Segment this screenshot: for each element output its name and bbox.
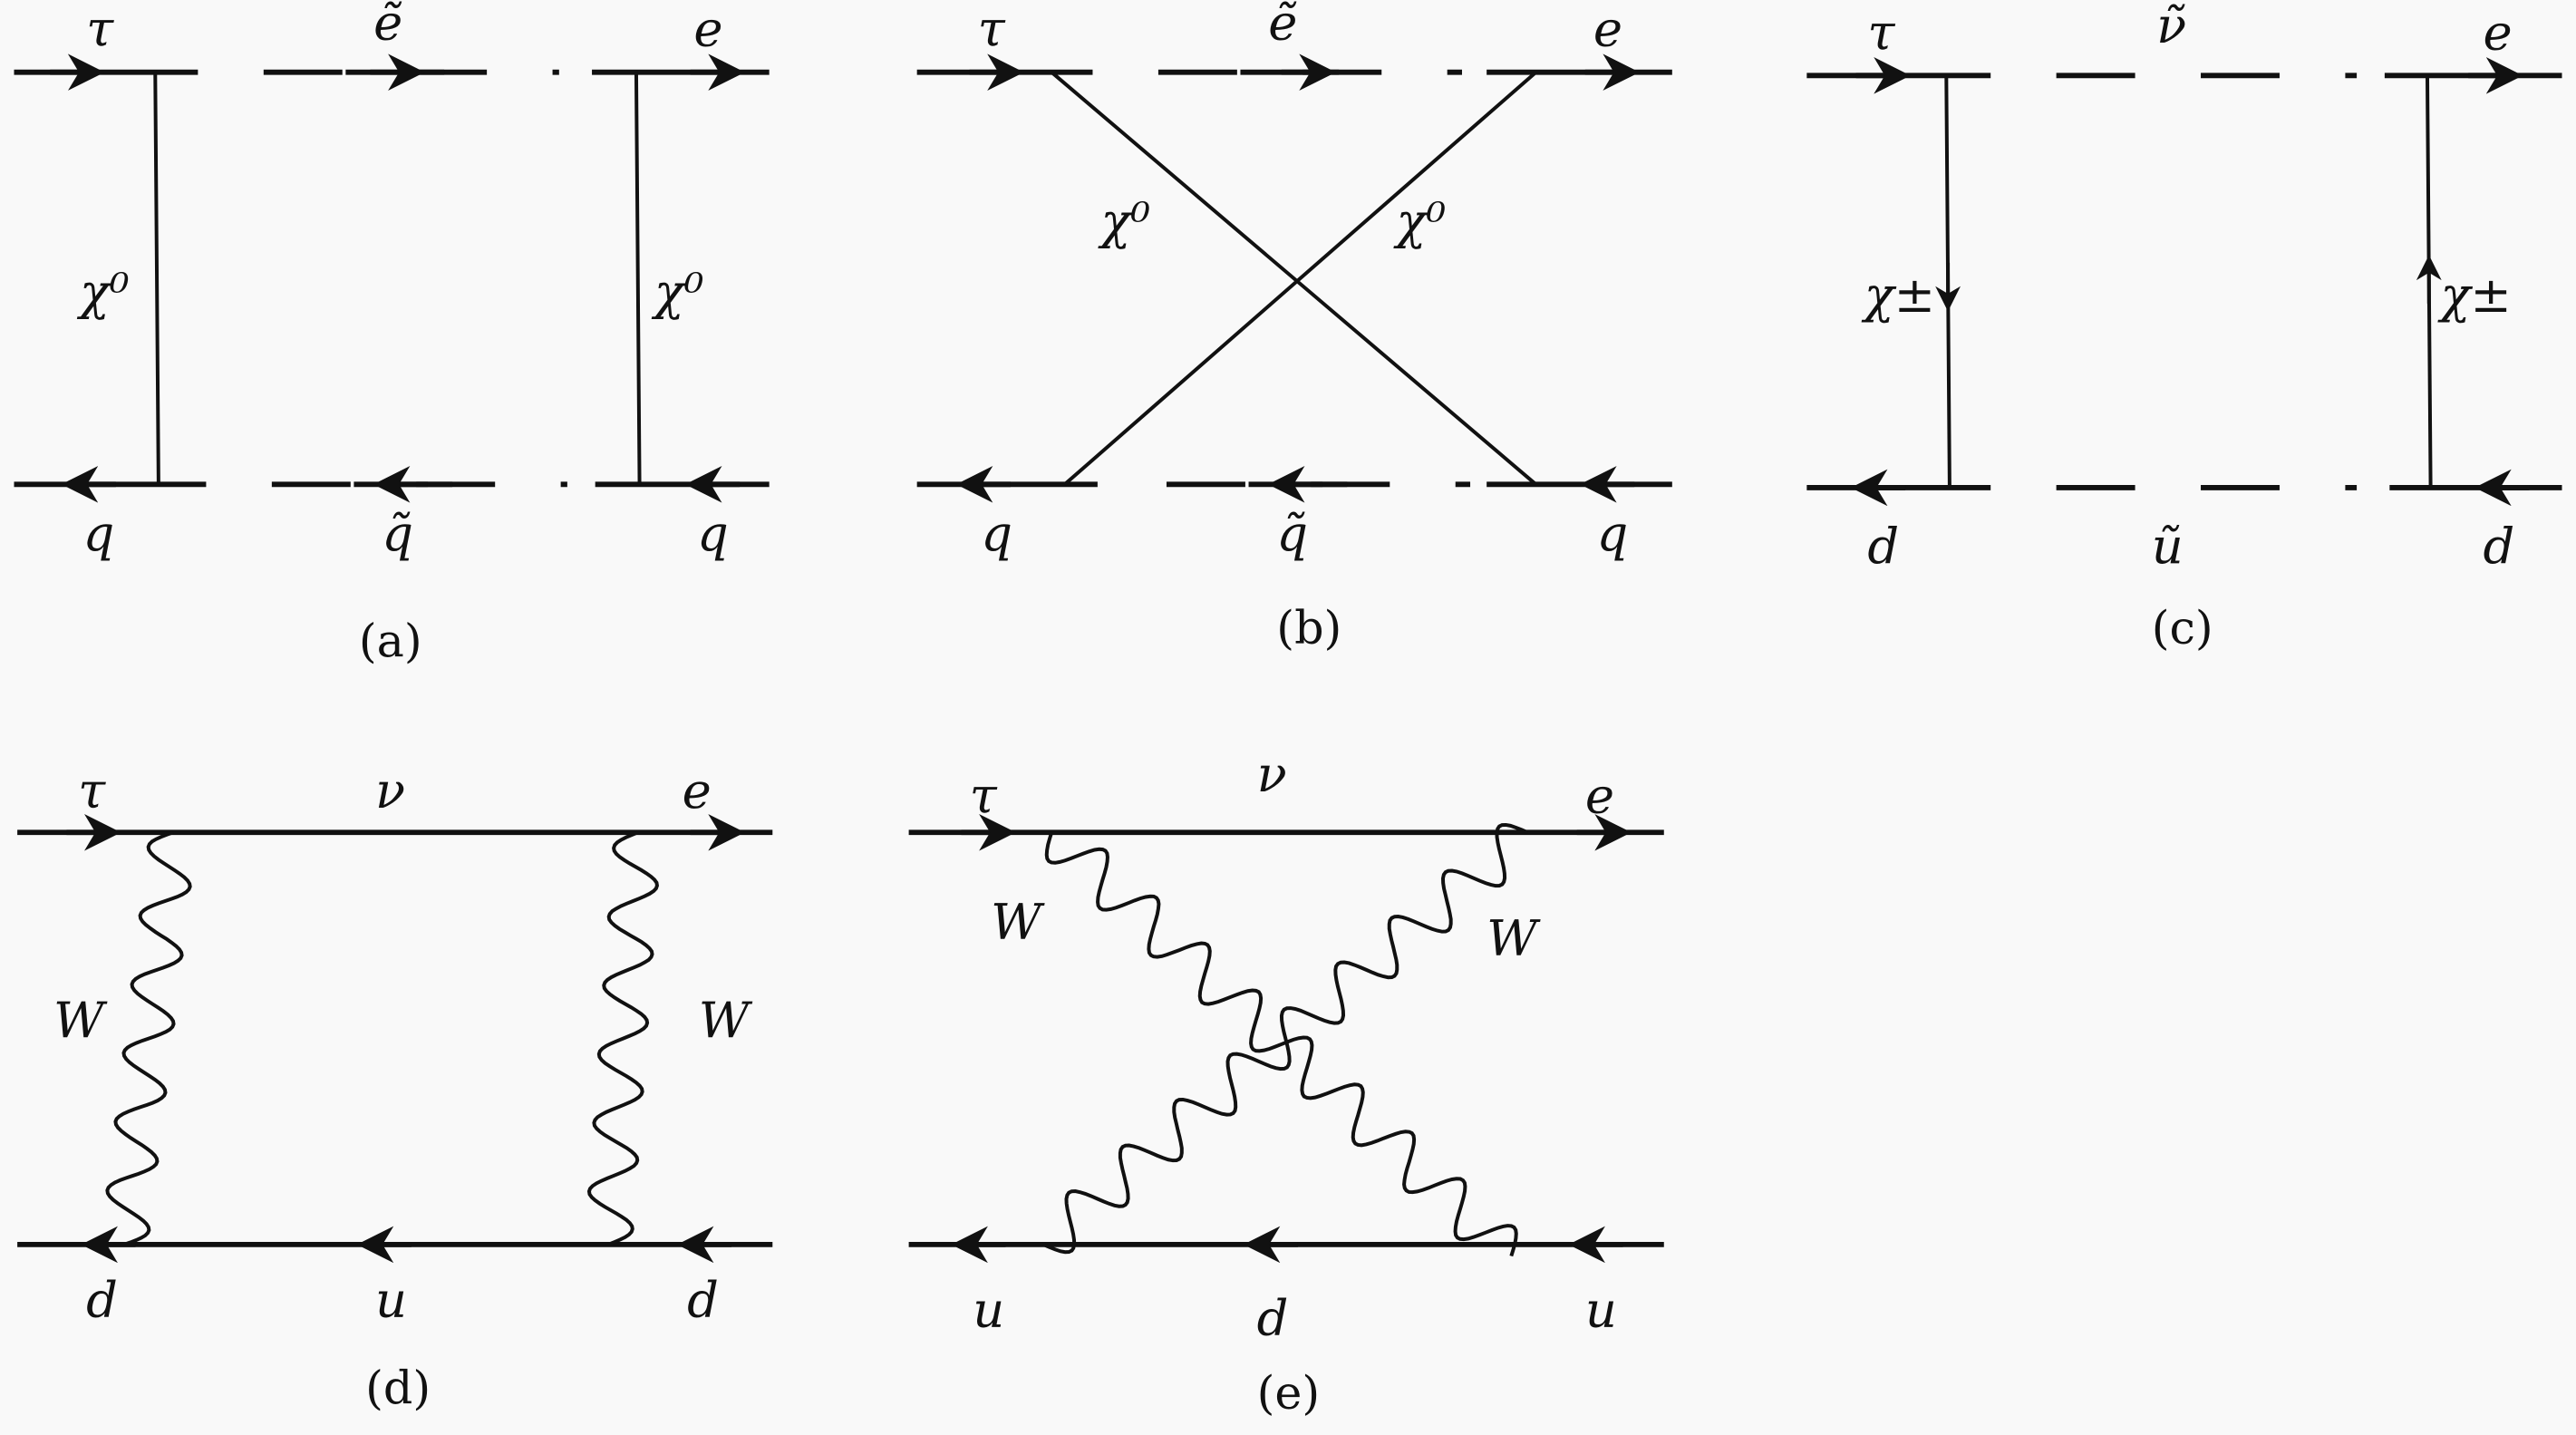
label-selectron: ẽ [373, 0, 402, 51]
caption-e: (e) [1257, 1366, 1321, 1420]
arrows [50, 53, 745, 503]
label-neutralino: χ⁰ [76, 264, 130, 321]
w-boson-line [105, 830, 192, 1246]
label-down-quark: d [1867, 518, 1899, 575]
label-tau: τ [978, 1, 1006, 58]
sfermion-lines [263, 69, 567, 488]
label-chargino: χ± [2436, 267, 2511, 324]
label-selectron: ẽ [1268, 0, 1297, 51]
label-w: W [699, 993, 753, 1050]
label-electron: e [2484, 4, 2513, 61]
caption-b: (b) [1276, 601, 1341, 654]
label-tau: τ [78, 762, 106, 819]
caption-d: (d) [365, 1362, 431, 1415]
label-up-squark: ũ [2152, 518, 2184, 575]
arrows [951, 813, 1632, 1264]
label-down-quark: d [86, 1272, 118, 1329]
diagram-a: τ ẽ e χ⁰ χ⁰ q q̃ q (a) [14, 0, 770, 667]
label-chargino: χ± [1861, 267, 1935, 324]
label-neutrino: ν [375, 762, 405, 819]
label-w: W [991, 894, 1045, 951]
diagram-e: τ ν e W W u d u (e) [908, 746, 1664, 1420]
caption-c: (c) [2152, 601, 2213, 654]
arrows [66, 813, 745, 1264]
label-up-quark: u [973, 1281, 1004, 1338]
label-quark: q [981, 505, 1012, 562]
label-electron: e [693, 1, 722, 58]
w-boson-line [586, 830, 660, 1246]
label-down-quark: d [1257, 1290, 1289, 1347]
label-tau: τ [970, 768, 998, 825]
label-quark: q [1597, 505, 1629, 562]
label-tau: τ [1867, 4, 1895, 61]
label-sneutrino: ν̃ [2156, 0, 2186, 54]
w-boson-line [1044, 831, 1518, 1257]
diagram-c: τ ν̃ e χ± χ± d ũ d (c) [1806, 0, 2562, 654]
label-quark: q [697, 505, 729, 562]
label-down-quark: d [687, 1272, 719, 1329]
chargino-lines [1944, 75, 2433, 488]
label-neutrino: ν [1257, 746, 1287, 803]
w-boson-line [1042, 822, 1529, 1255]
label-electron: e [1585, 768, 1614, 825]
fermion-lines [17, 829, 773, 1247]
label-squark: q̃ [382, 505, 413, 562]
label-neutralino: χ⁰ [1393, 193, 1447, 250]
label-up-quark: u [375, 1272, 407, 1329]
label-quark: q [83, 505, 115, 562]
label-down-quark: d [2484, 518, 2515, 575]
label-up-quark: u [1585, 1281, 1617, 1338]
fermion-lines [14, 69, 770, 488]
label-w: W [53, 993, 108, 1050]
arrows [1850, 57, 2530, 507]
diagram-b: τ ẽ e χ⁰ χ⁰ q q̃ q (b) [916, 0, 1672, 654]
neutralino-lines [1050, 71, 1537, 486]
diagram-d: τ ν e W W d u d (d) [17, 762, 773, 1415]
label-tau: τ [86, 1, 114, 58]
label-squark: q̃ [1276, 505, 1308, 562]
label-electron: e [1593, 1, 1622, 58]
caption-a: (a) [359, 614, 422, 667]
label-neutralino: χ⁰ [651, 264, 704, 321]
neutralino-lines [153, 72, 642, 485]
label-electron: e [683, 762, 712, 819]
arrows [955, 53, 1640, 503]
sfermion-lines [1157, 69, 1471, 488]
sneutrino-squark-lines [2056, 73, 2358, 490]
label-neutralino: χ⁰ [1098, 193, 1151, 250]
label-w: W [1487, 910, 1541, 967]
